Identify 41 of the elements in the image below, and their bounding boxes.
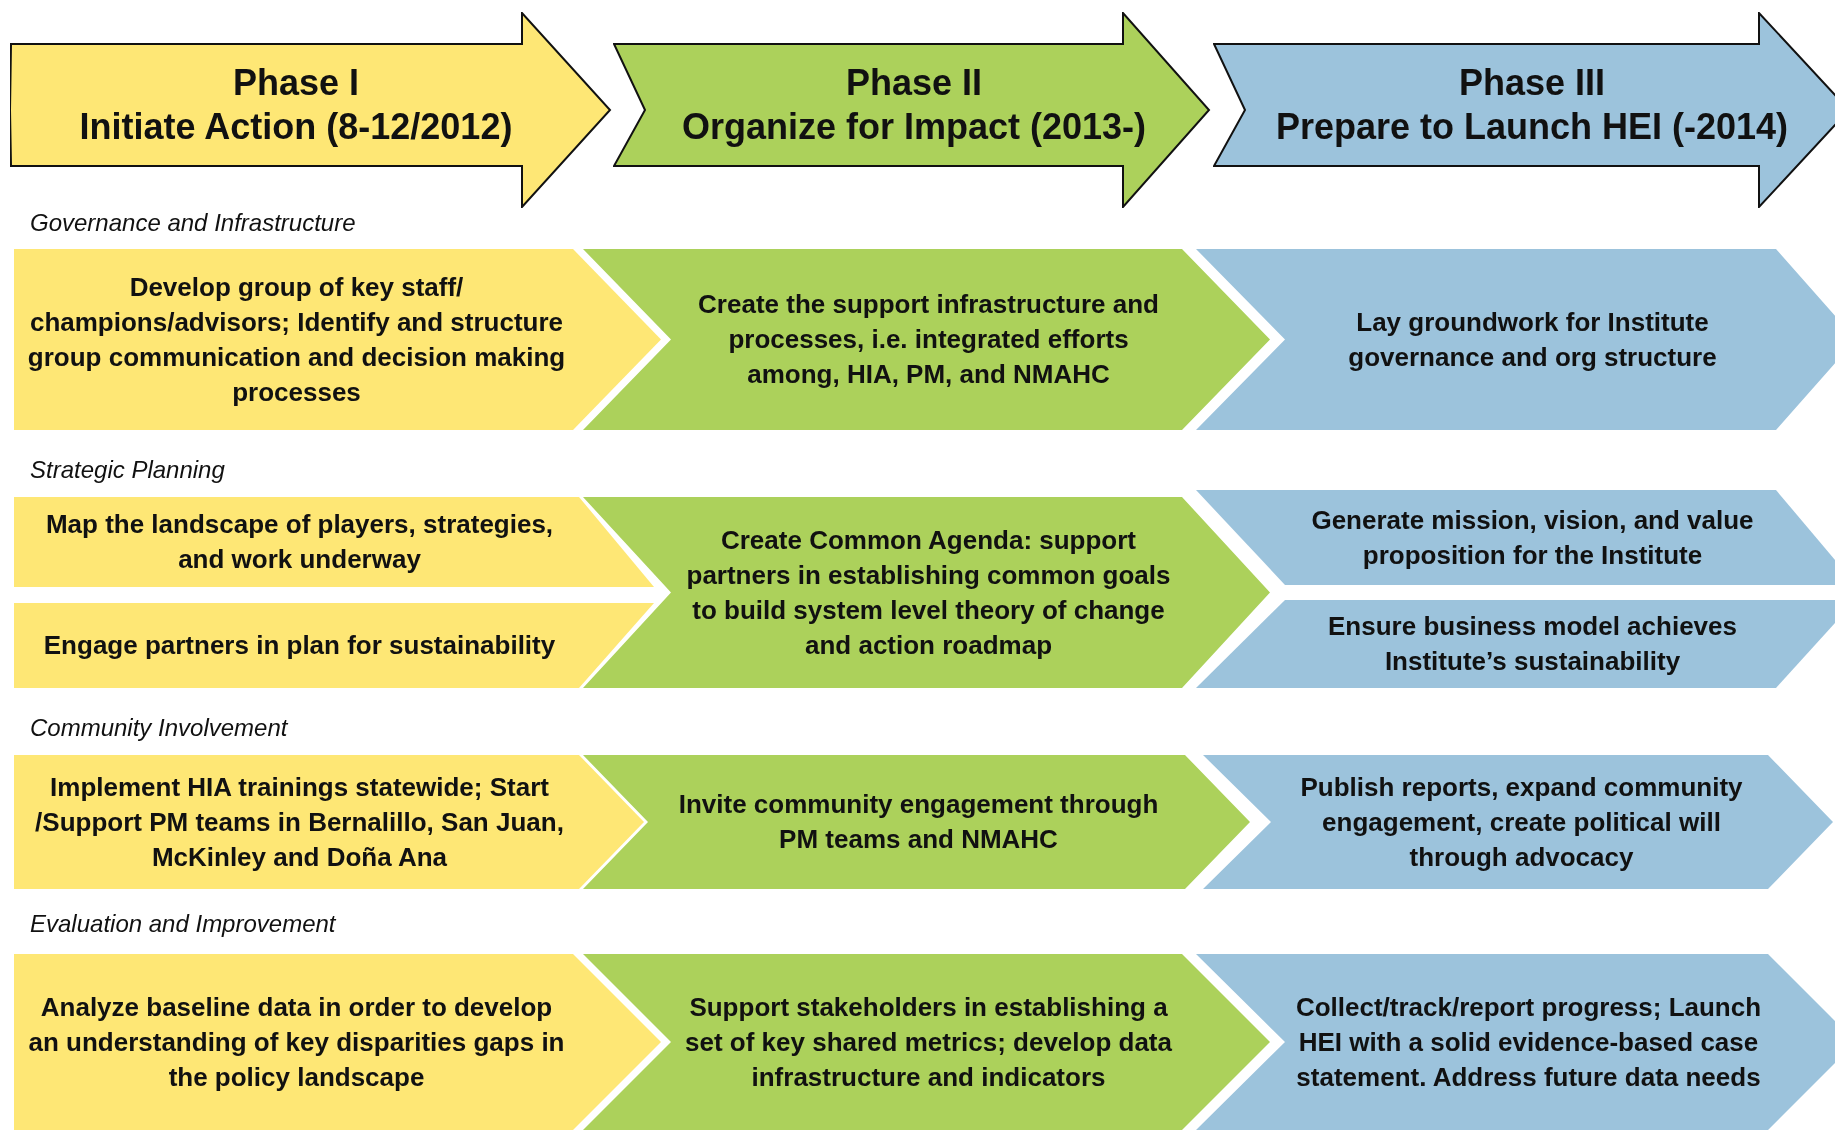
step-text: Implement HIA trainings statewide; Start /Support PM teams in Bernalillo, San Juan, McKinley and Doña Ana <box>34 770 565 874</box>
chevron-step <box>1196 249 1835 430</box>
chevron-step <box>14 755 644 889</box>
step-text: Lay groundwork for Institute governance and org structure <box>1347 305 1718 374</box>
step-text: Analyze baseline data in order to develop an understanding of key disparities gaps in the policy landscape <box>27 990 566 1094</box>
step-text: Support stakeholders in establishing a set of key shared metrics; develop data infrastructure and indicators <box>684 990 1173 1094</box>
section-heading: Community Involvement <box>30 714 288 742</box>
phase-header-banner <box>613 12 1211 208</box>
phase-title: Phase II <box>845 61 983 105</box>
chevron-step <box>583 249 1270 430</box>
step-text: Invite community engagement through PM teams and NMAHC <box>677 788 1160 856</box>
step-text: Create the support infrastructure and processes, i.e. integrated efforts among, HIA, PM, and NMAHC <box>697 288 1160 391</box>
step-text: Create Common Agenda: support partners in establishing common goals to build system level theory of change and action roadmap <box>685 523 1172 662</box>
chevron-step <box>1196 600 1835 688</box>
chevron-step <box>14 954 661 1130</box>
step-text: Map the landscape of players, strategies, and work underway <box>44 508 555 576</box>
step-text: Generate mission, vision, and value proposition for the Institute <box>1310 503 1755 572</box>
chevron-step <box>14 497 654 587</box>
phase-subtitle: Initiate Action (8-12/2012) <box>79 105 513 149</box>
chevron-step <box>583 954 1270 1130</box>
step-text: Develop group of key staff/ champions/advisors; Identify and structure group communication and decision making processes <box>26 270 567 409</box>
chevron-step <box>14 603 654 688</box>
step-text: Collect/track/report progress; Launch HEI with a solid evidence-based case statement. Address future data needs <box>1295 990 1762 1094</box>
phase-subtitle: Prepare to Launch HEI (-2014) <box>1275 105 1789 149</box>
chevron-step <box>1196 954 1835 1130</box>
chevron-step <box>583 497 1270 688</box>
chevron-step <box>1196 490 1835 585</box>
step-text: Engage partners in plan for sustainability <box>43 629 556 662</box>
chevron-step <box>583 755 1250 889</box>
phase-title: Phase I <box>232 61 360 105</box>
chevron-step <box>1203 755 1833 889</box>
chevron-step <box>14 249 661 430</box>
section-heading: Strategic Planning <box>30 456 225 484</box>
phase-subtitle: Organize for Impact (2013-) <box>681 105 1147 149</box>
section-heading: Evaluation and Improvement <box>30 910 336 938</box>
step-text: Ensure business model achieves Institute’s sustainability <box>1327 610 1738 678</box>
section-heading: Governance and Infrastructure <box>30 209 356 237</box>
phase-header-banner <box>10 12 612 208</box>
phase-title: Phase III <box>1458 61 1606 105</box>
step-text: Publish reports, expand community engagement, create political will through advocacy <box>1299 770 1744 874</box>
phase-header-banner <box>1213 12 1835 208</box>
